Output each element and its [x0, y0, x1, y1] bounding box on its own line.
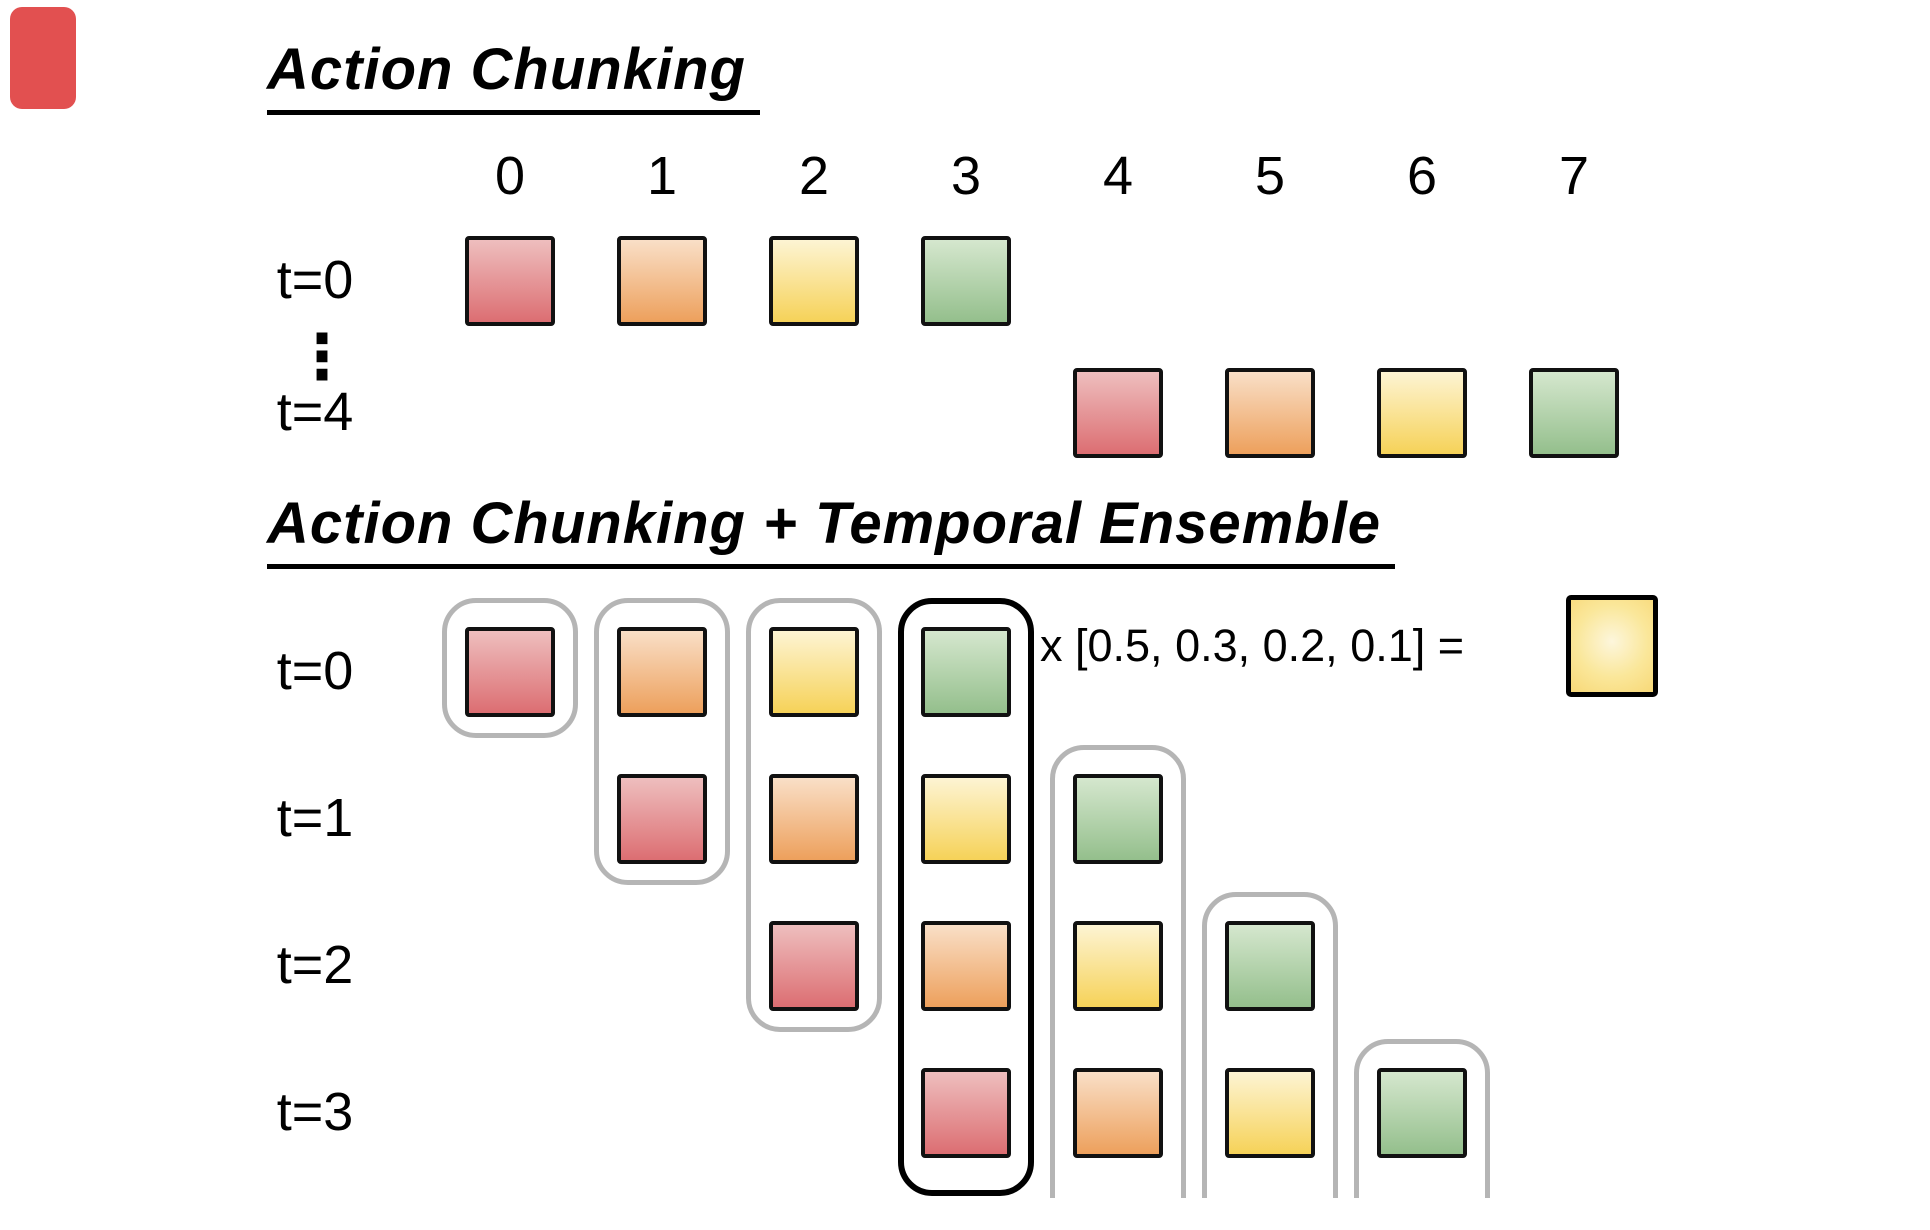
ensemble-group-outline-black-col3: [898, 598, 1034, 1196]
yellow-action-square: [1073, 921, 1163, 1011]
vertical-ellipsis: ⋮: [291, 323, 353, 392]
yellow-action-square: [769, 627, 859, 717]
green-action-square: [1073, 774, 1163, 864]
column-header-5: 5: [1254, 146, 1286, 206]
red-action-square: [465, 236, 555, 326]
orange-action-square: [921, 921, 1011, 1011]
orange-action-square: [769, 774, 859, 864]
green-action-square: [921, 627, 1011, 717]
row-label-ensemble-t=3: t=3: [276, 1082, 354, 1142]
column-header-1: 1: [646, 146, 678, 206]
ensemble-group-outline-gray-col2: [746, 598, 882, 1032]
ensemble-weight-equation: x [0.5, 0.3, 0.2, 0.1] =: [1040, 620, 1465, 671]
ensemble-group-outline-gray-col5: [1202, 892, 1338, 1198]
ensemble-group-outline-gray-col1: [594, 598, 730, 885]
yellow-action-square: [921, 774, 1011, 864]
column-header-4: 4: [1102, 146, 1134, 206]
row-label-ensemble-t=1: t=1: [276, 788, 354, 848]
row-label-ensemble-t=0: t=0: [276, 641, 354, 701]
green-action-square: [1377, 1068, 1467, 1158]
green-action-square: [1225, 921, 1315, 1011]
yellow-action-square: [1377, 368, 1467, 458]
section1-title: Action Chunking: [267, 38, 760, 115]
red-action-square: [769, 921, 859, 1011]
red-action-square: [921, 1068, 1011, 1158]
row-label-t=4: t=4: [276, 382, 354, 442]
green-action-square: [1529, 368, 1619, 458]
ensemble-group-outline-gray-col6: [1354, 1039, 1490, 1198]
orange-action-square: [617, 627, 707, 717]
red-action-square: [617, 774, 707, 864]
orange-action-square: [1225, 368, 1315, 458]
column-header-0: 0: [494, 146, 526, 206]
orange-action-square: [617, 236, 707, 326]
red-action-square: [1073, 368, 1163, 458]
row-label-t=0: t=0: [276, 250, 354, 310]
green-action-square: [921, 236, 1011, 326]
section2-title: Action Chunking + Temporal Ensemble: [267, 492, 1396, 569]
ensemble-group-outlines: [442, 598, 1490, 1198]
column-header-3: 3: [950, 146, 982, 206]
red-action-square: [465, 627, 555, 717]
row-label-ensemble-t=2: t=2: [276, 935, 354, 995]
ensemble-group-outline-gray-col0: [442, 598, 578, 738]
yellow-action-square: [1225, 1068, 1315, 1158]
cropped-red-square-fragment: [10, 7, 76, 109]
ensemble-group-outline-gray-col4: [1050, 745, 1186, 1198]
column-header-7: 7: [1558, 146, 1590, 206]
column-header-2: 2: [798, 146, 830, 206]
column-header-6: 6: [1406, 146, 1438, 206]
yellow-action-square: [769, 236, 859, 326]
blended-action-result-square: [1566, 595, 1658, 697]
orange-action-square: [1073, 1068, 1163, 1158]
